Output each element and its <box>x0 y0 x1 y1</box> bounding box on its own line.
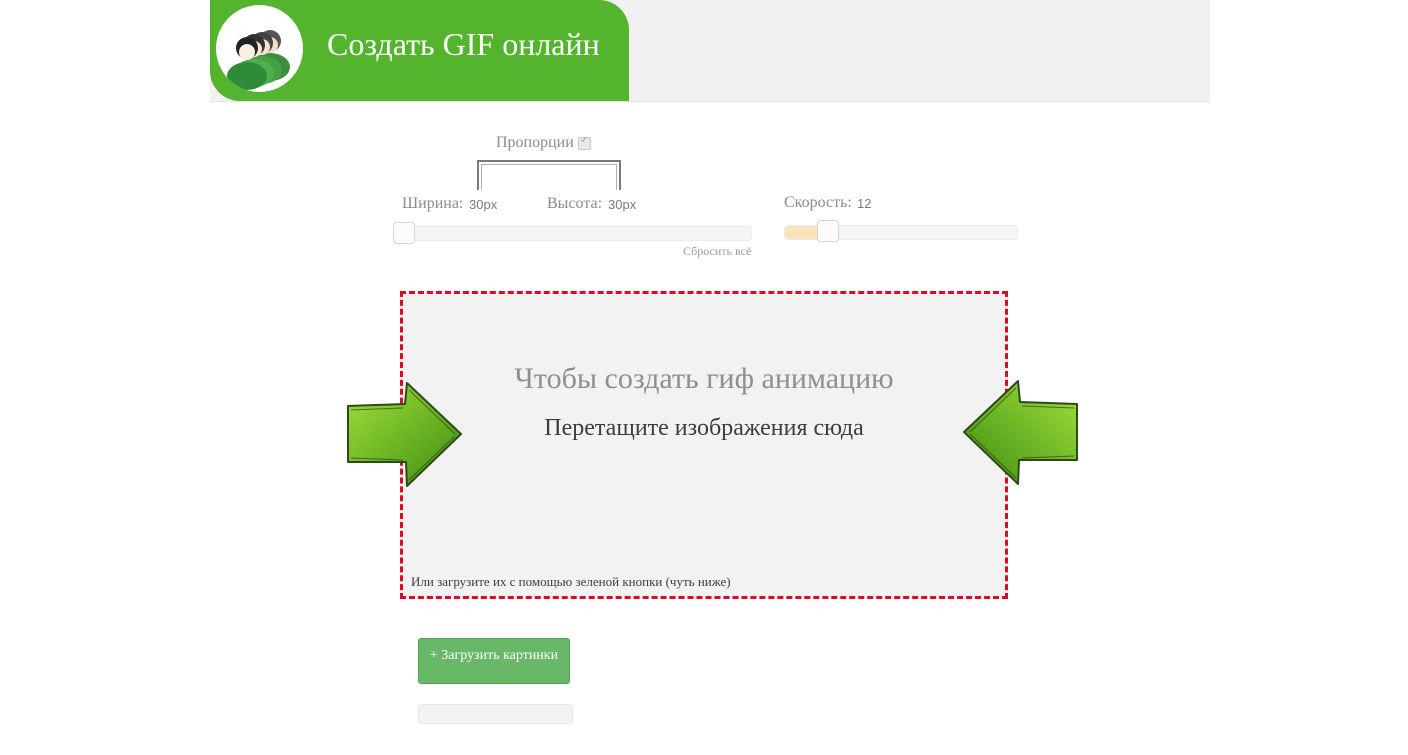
green-arrow-right-icon <box>347 382 462 487</box>
speed-slider-handle[interactable] <box>817 220 839 242</box>
drop-zone-hint: Или загрузите их с помощью зеленой кнопк… <box>411 574 731 589</box>
size-slider-track[interactable] <box>393 226 752 241</box>
upload-progress-bar <box>418 704 573 724</box>
speed-value: 12 <box>857 196 872 211</box>
drop-zone-subtitle: Перетащите изображения сюда <box>544 415 864 441</box>
people-avatar-icon[interactable] <box>216 5 303 92</box>
speed-slider-fill <box>785 226 825 239</box>
drop-zone-title: Чтобы создать гиф анимацию <box>514 362 894 395</box>
speed-slider-track[interactable] <box>784 225 1018 240</box>
width-label: Ширина: <box>402 195 464 212</box>
upload-images-button[interactable]: + Загрузить картинки <box>418 638 570 684</box>
speed-label: Скорость: <box>784 194 852 211</box>
width-value: 30px <box>469 197 498 212</box>
proportions-link-bracket <box>477 160 621 190</box>
reset-all-link[interactable]: Сбросить всё <box>683 244 752 258</box>
proportions-label: Пропорции <box>496 134 574 151</box>
image-drop-zone[interactable]: Чтобы создать гиф анимацию Перетащите из… <box>400 291 1008 599</box>
height-label: Высота: <box>547 195 603 212</box>
green-arrow-left-icon <box>963 380 1078 485</box>
page-title[interactable]: Создать GIF онлайн <box>327 26 600 62</box>
proportions-control: Пропорции <box>496 134 591 152</box>
size-slider-handle[interactable] <box>393 222 415 244</box>
height-value: 30px <box>608 197 637 212</box>
proportions-checkbox[interactable] <box>577 135 591 150</box>
